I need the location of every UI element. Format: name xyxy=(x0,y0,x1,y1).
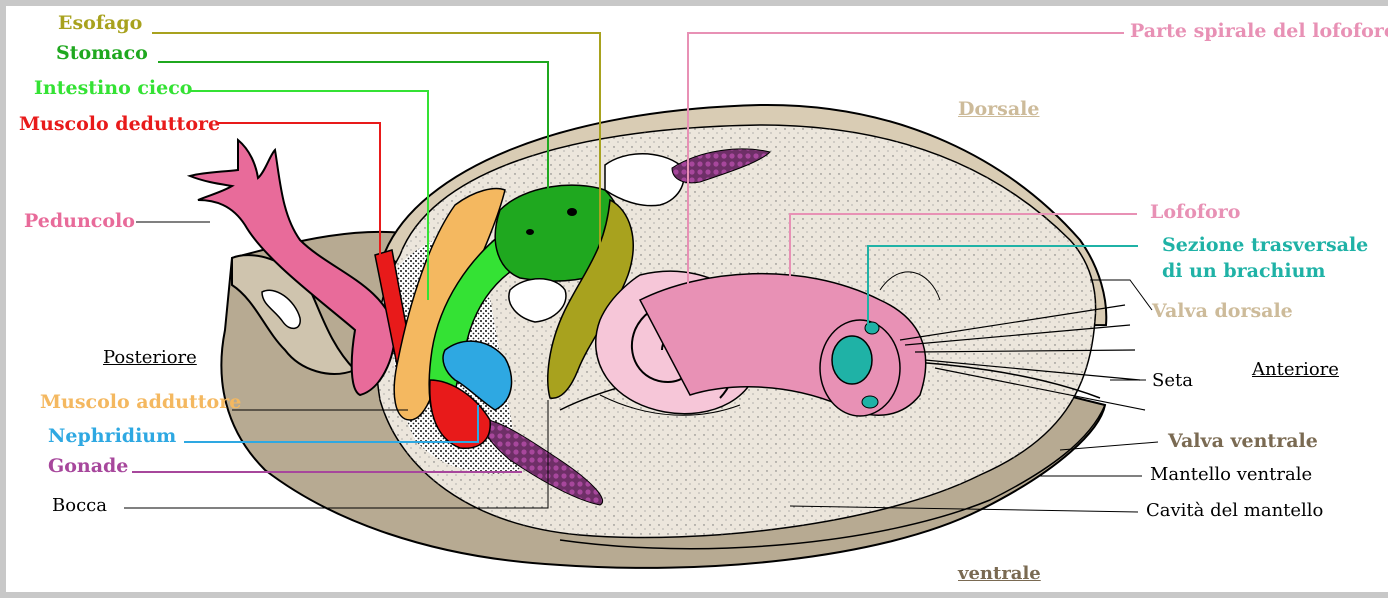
label-gonade: Gonade xyxy=(48,457,128,476)
stomach-dot-2 xyxy=(526,229,534,235)
label-muscolo-adduttore: Muscolo adduttore xyxy=(40,393,241,412)
label-ventrale: ventrale xyxy=(958,565,1041,583)
label-intestino-cieco: Intestino cieco xyxy=(34,79,192,98)
label-seta: Seta xyxy=(1152,372,1193,390)
label-stomaco: Stomaco xyxy=(56,44,148,63)
label-valva-dorsale: Valva dorsale xyxy=(1152,302,1293,321)
brachium-section-core xyxy=(832,336,872,384)
label-nephridium: Nephridium xyxy=(48,427,176,446)
label-parte-spirale: Parte spirale del lofoforo xyxy=(1130,22,1388,41)
label-posteriore: Posteriore xyxy=(103,349,197,367)
label-esofago: Esofago xyxy=(58,14,142,33)
label-mantello-ventrale: Mantello ventrale xyxy=(1150,466,1312,484)
label-bocca: Bocca xyxy=(52,497,107,515)
label-cavita-mantello: Cavità del mantello xyxy=(1146,502,1323,520)
label-dorsale: Dorsale xyxy=(958,100,1039,119)
label-sezione-line1: Sezione trasversale xyxy=(1162,236,1368,255)
label-valva-ventrale: Valva ventrale xyxy=(1168,432,1318,451)
label-sezione-line2: di un brachium xyxy=(1162,262,1326,281)
label-muscolo-deduttore: Muscolo deduttore xyxy=(19,115,220,134)
brachium-section-lower xyxy=(862,396,878,408)
label-lofoforo: Lofoforo xyxy=(1150,203,1240,222)
stomach-dot-1 xyxy=(567,208,577,216)
label-anteriore: Anteriore xyxy=(1252,361,1339,379)
label-peduncolo: Peduncolo xyxy=(24,212,135,231)
